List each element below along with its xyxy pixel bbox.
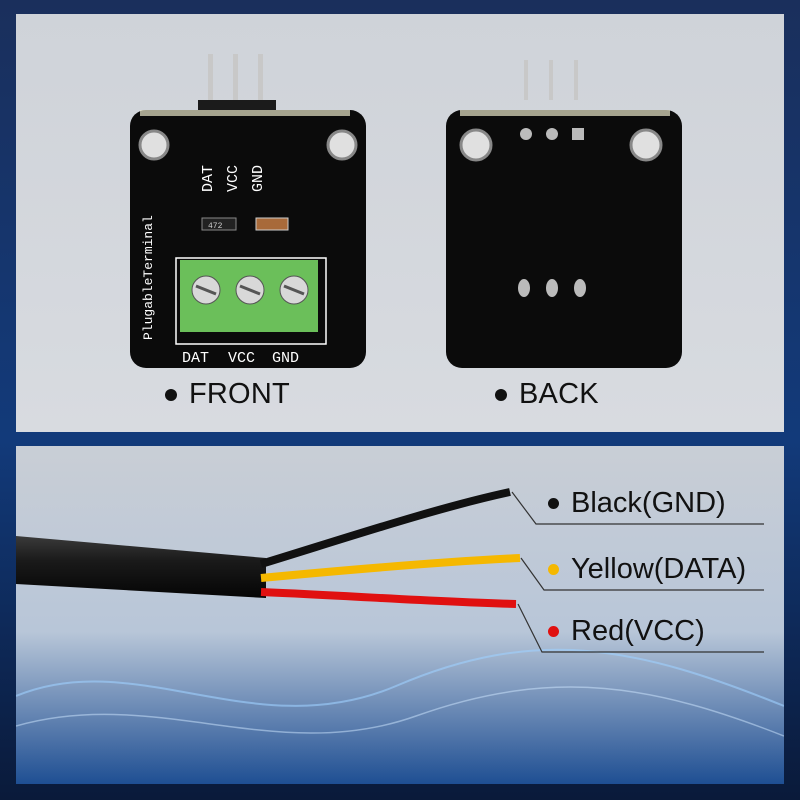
top-panel: DAT VCC GND PlugableTerminal 472 DAT VCC…: [16, 14, 784, 432]
front-pin-label-1: DAT: [200, 165, 217, 192]
front-caption-text: FRONT: [189, 378, 290, 410]
front-pin-3: [258, 54, 263, 102]
black-wire-label-text: Black(GND): [571, 487, 726, 519]
wave-line-1: [15, 648, 785, 707]
yellow-wire-label-text: Yellow(DATA): [571, 553, 747, 585]
terminal-label-2: VCC: [228, 350, 255, 367]
front-pin-label-3: GND: [250, 165, 267, 192]
back-caption: BACK: [495, 378, 599, 411]
red-leader-line: [517, 603, 764, 653]
resistor-code: 472: [208, 222, 223, 231]
capacitor: [255, 217, 289, 231]
back-solder-2: [546, 128, 558, 140]
wave-line-2: [15, 686, 785, 737]
back-solder-4: [518, 279, 530, 297]
back-caption-text: BACK: [519, 378, 599, 410]
red-wire: [260, 588, 517, 608]
cable-illustration: [15, 488, 785, 737]
front-mount-hole-left: [138, 129, 170, 161]
terminal-label-1: DAT: [182, 350, 209, 367]
back-pin-2: [549, 60, 553, 100]
bullet-icon: [165, 388, 177, 401]
back-mount-hole-right: [629, 128, 663, 162]
resistor: [201, 217, 237, 231]
back-pcb: [446, 110, 682, 368]
front-pin-2: [233, 54, 238, 102]
back-pin-1: [524, 60, 528, 100]
front-board: DAT VCC GND PlugableTerminal 472 DAT VCC…: [130, 54, 366, 368]
back-solder-3: [572, 128, 584, 140]
terminal-label-3: GND: [272, 350, 299, 367]
red-wire-label-text: Red(VCC): [571, 615, 705, 647]
back-pin-3: [574, 60, 578, 100]
black-leader-line: [511, 491, 764, 525]
yellow-wire-label: Yellow(DATA): [548, 553, 746, 586]
back-board: [446, 60, 682, 368]
black-wire: [259, 488, 511, 568]
back-solder-5: [546, 279, 558, 297]
black-dot-icon: [548, 498, 559, 509]
modules-illustration: DAT VCC GND PlugableTerminal 472 DAT VCC…: [130, 54, 682, 368]
front-pin-1: [208, 54, 213, 102]
bullet-icon: [495, 388, 507, 401]
front-board-text: PlugableTerminal: [141, 215, 156, 340]
red-wire-label: Red(VCC): [548, 615, 705, 648]
front-caption: FRONT: [165, 378, 290, 411]
back-solder-1: [520, 128, 532, 140]
back-mount-hole-left: [459, 128, 493, 162]
red-dot-icon: [548, 626, 559, 637]
bottom-panel: [15, 446, 785, 784]
front-mount-hole-right: [326, 129, 358, 161]
back-solder-6: [574, 279, 586, 297]
front-pin-label-2: VCC: [225, 165, 242, 192]
black-wire-label: Black(GND): [548, 487, 726, 520]
yellow-dot-icon: [548, 564, 559, 575]
yellow-wire: [260, 554, 521, 582]
yellow-leader-line: [520, 557, 764, 591]
cable-jacket: [16, 536, 266, 598]
